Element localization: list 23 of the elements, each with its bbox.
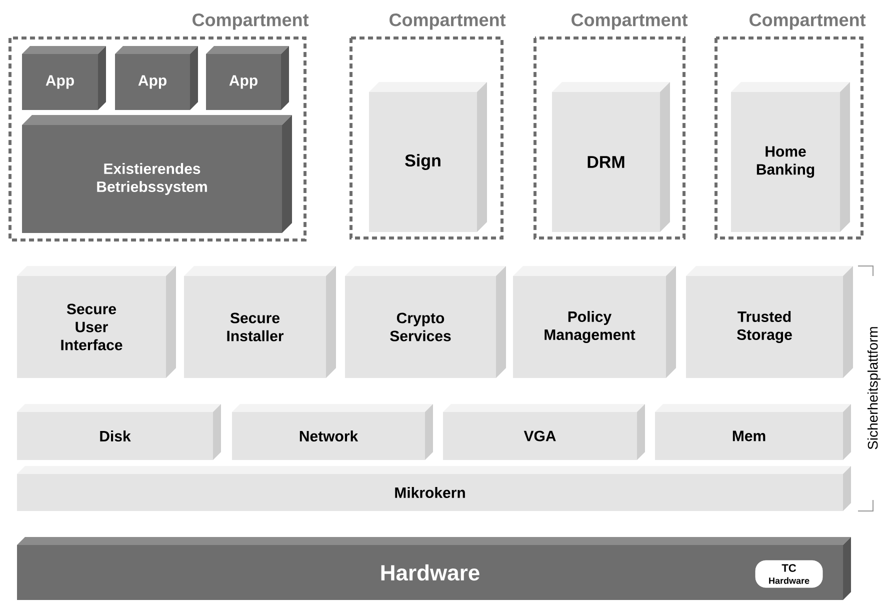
block: DRM	[552, 82, 670, 232]
badge: TC Hardware	[754, 560, 824, 588]
block: Mikrokern	[17, 466, 851, 511]
block: Home Banking	[731, 82, 850, 232]
block: Secure Installer	[184, 266, 336, 378]
block: Crypto Services	[345, 266, 506, 378]
block: Trusted Storage	[686, 266, 853, 378]
block: Network	[232, 404, 433, 460]
compartment-heading: Compartment	[572, 14, 688, 30]
block: Policy Management	[513, 266, 676, 378]
block: Sign	[369, 82, 487, 232]
block: App	[22, 46, 106, 110]
block: Disk	[17, 404, 221, 460]
block: VGA	[443, 404, 645, 460]
block: Existierendes Betriebssystem	[22, 115, 292, 233]
block: App	[206, 46, 289, 110]
bracket-label: Sicherheitsplattform	[867, 327, 881, 450]
compartment-heading: Compartment	[390, 14, 506, 30]
compartment-heading: Compartment	[750, 14, 866, 30]
block: Secure User Interface	[17, 266, 176, 378]
compartment-heading: Compartment	[192, 14, 309, 30]
block: App	[115, 46, 198, 110]
block: Mem	[655, 404, 851, 460]
